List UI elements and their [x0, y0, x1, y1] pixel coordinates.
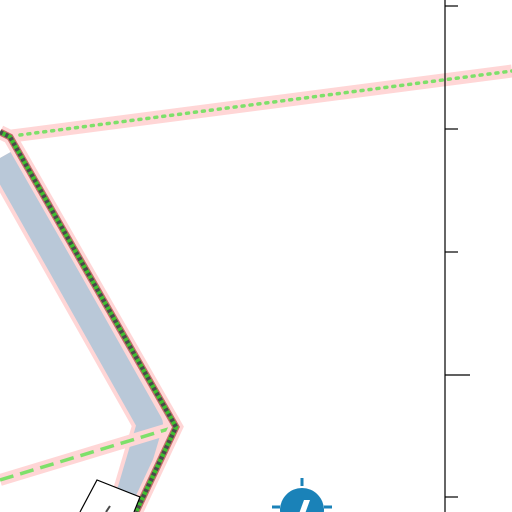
railway [0, 125, 184, 512]
building-outline [79, 479, 141, 512]
scale-bar [444, 0, 470, 512]
dotted-route [10, 64, 512, 143]
compass-icon[interactable] [272, 478, 332, 512]
building [79, 479, 141, 512]
dotted-route-casing [11, 64, 512, 143]
building-inner-line [105, 505, 111, 512]
wide-road [0, 149, 167, 512]
wide-road-fill [0, 151, 163, 512]
dashed-route-dashes [0, 425, 176, 482]
railway-ties [0, 129, 179, 512]
dashed-route [0, 421, 177, 486]
